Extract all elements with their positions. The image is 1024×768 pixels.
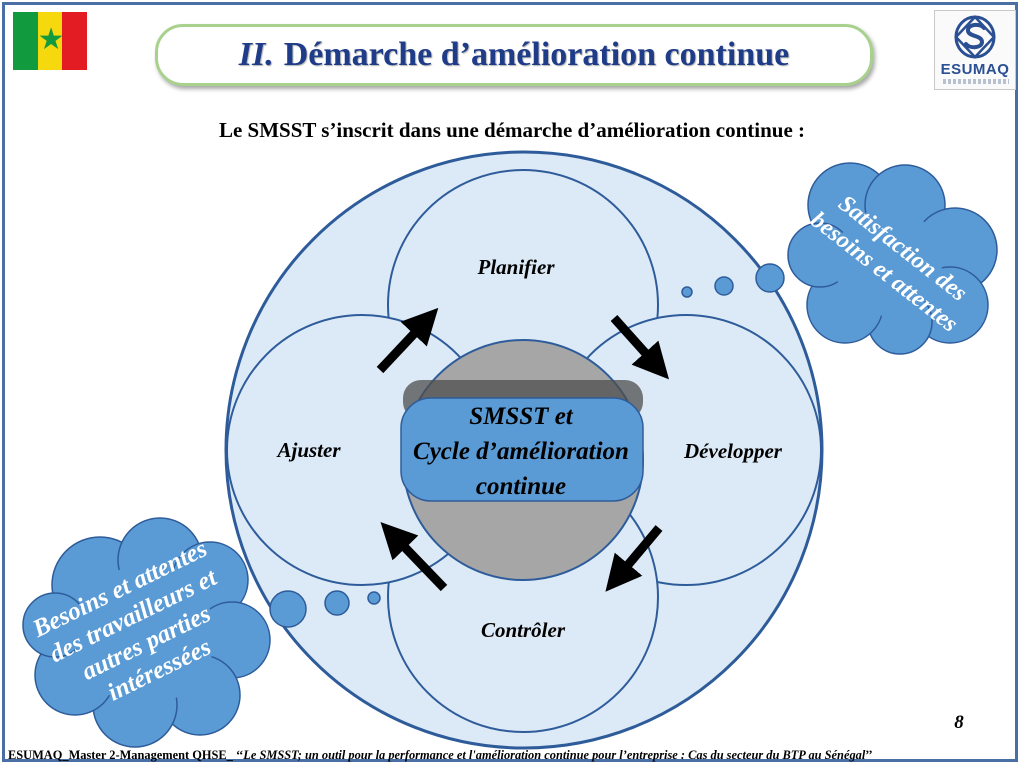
- slide-title: II.Démarche d’amélioration continue: [155, 24, 873, 86]
- center-text-line-3: continue: [476, 473, 566, 500]
- star-icon: ★: [37, 23, 65, 56]
- footer: ESUMAQ_Master 2-Management QHSE_ ‘‘Le SM…: [8, 748, 1016, 763]
- center-text-line-2: Cycle d’amélioration: [413, 438, 629, 465]
- center-text-line-1: SMSST et: [469, 403, 574, 430]
- label-planifier: Planifier: [477, 255, 556, 279]
- bubble-right-medium: [714, 276, 734, 296]
- page-number: 8: [954, 712, 964, 733]
- slide-subtitle: Le SMSST s’inscrit dans une démarche d’a…: [218, 118, 806, 142]
- flag-yellow-band: ★: [37, 12, 65, 70]
- logo-emblem-icon: [954, 15, 996, 59]
- footer-italic: Le SMSST; un outil pour la performance e…: [243, 748, 866, 762]
- label-controler: Contrôler: [481, 618, 566, 642]
- center-band: [400, 397, 644, 502]
- bubble-right-small: [681, 286, 693, 298]
- flag-red-band: [62, 12, 88, 70]
- flag-green-band: [13, 12, 38, 70]
- arrow-controler-to-ajuster: [380, 522, 448, 592]
- footer-suffix: ’’: [865, 748, 873, 762]
- esumaq-logo: ESUMAQ: [934, 10, 1016, 90]
- arrow-developper-to-controler: [605, 525, 663, 592]
- label-ajuster: Ajuster: [275, 438, 341, 462]
- cloud-right: [787, 162, 998, 355]
- cloud-left: [22, 517, 271, 748]
- arrow-ajuster-to-planifier: [376, 307, 439, 374]
- logo-subtext: [943, 79, 1009, 84]
- bubble-left-large: [269, 590, 307, 628]
- bubble-right-large: [755, 263, 785, 293]
- bubble-left-small: [367, 591, 381, 605]
- title-text: Démarche d’amélioration continue: [283, 36, 790, 73]
- footer-prefix: ESUMAQ_Master 2-Management QHSE_ ‘‘: [8, 748, 244, 762]
- label-developper: Développer: [683, 439, 783, 463]
- logo-text: ESUMAQ: [940, 61, 1010, 78]
- senegal-flag: ★: [13, 12, 88, 70]
- bubble-left-medium: [324, 590, 350, 616]
- title-number: II.: [238, 36, 274, 73]
- arrow-planifier-to-developper: [610, 314, 670, 380]
